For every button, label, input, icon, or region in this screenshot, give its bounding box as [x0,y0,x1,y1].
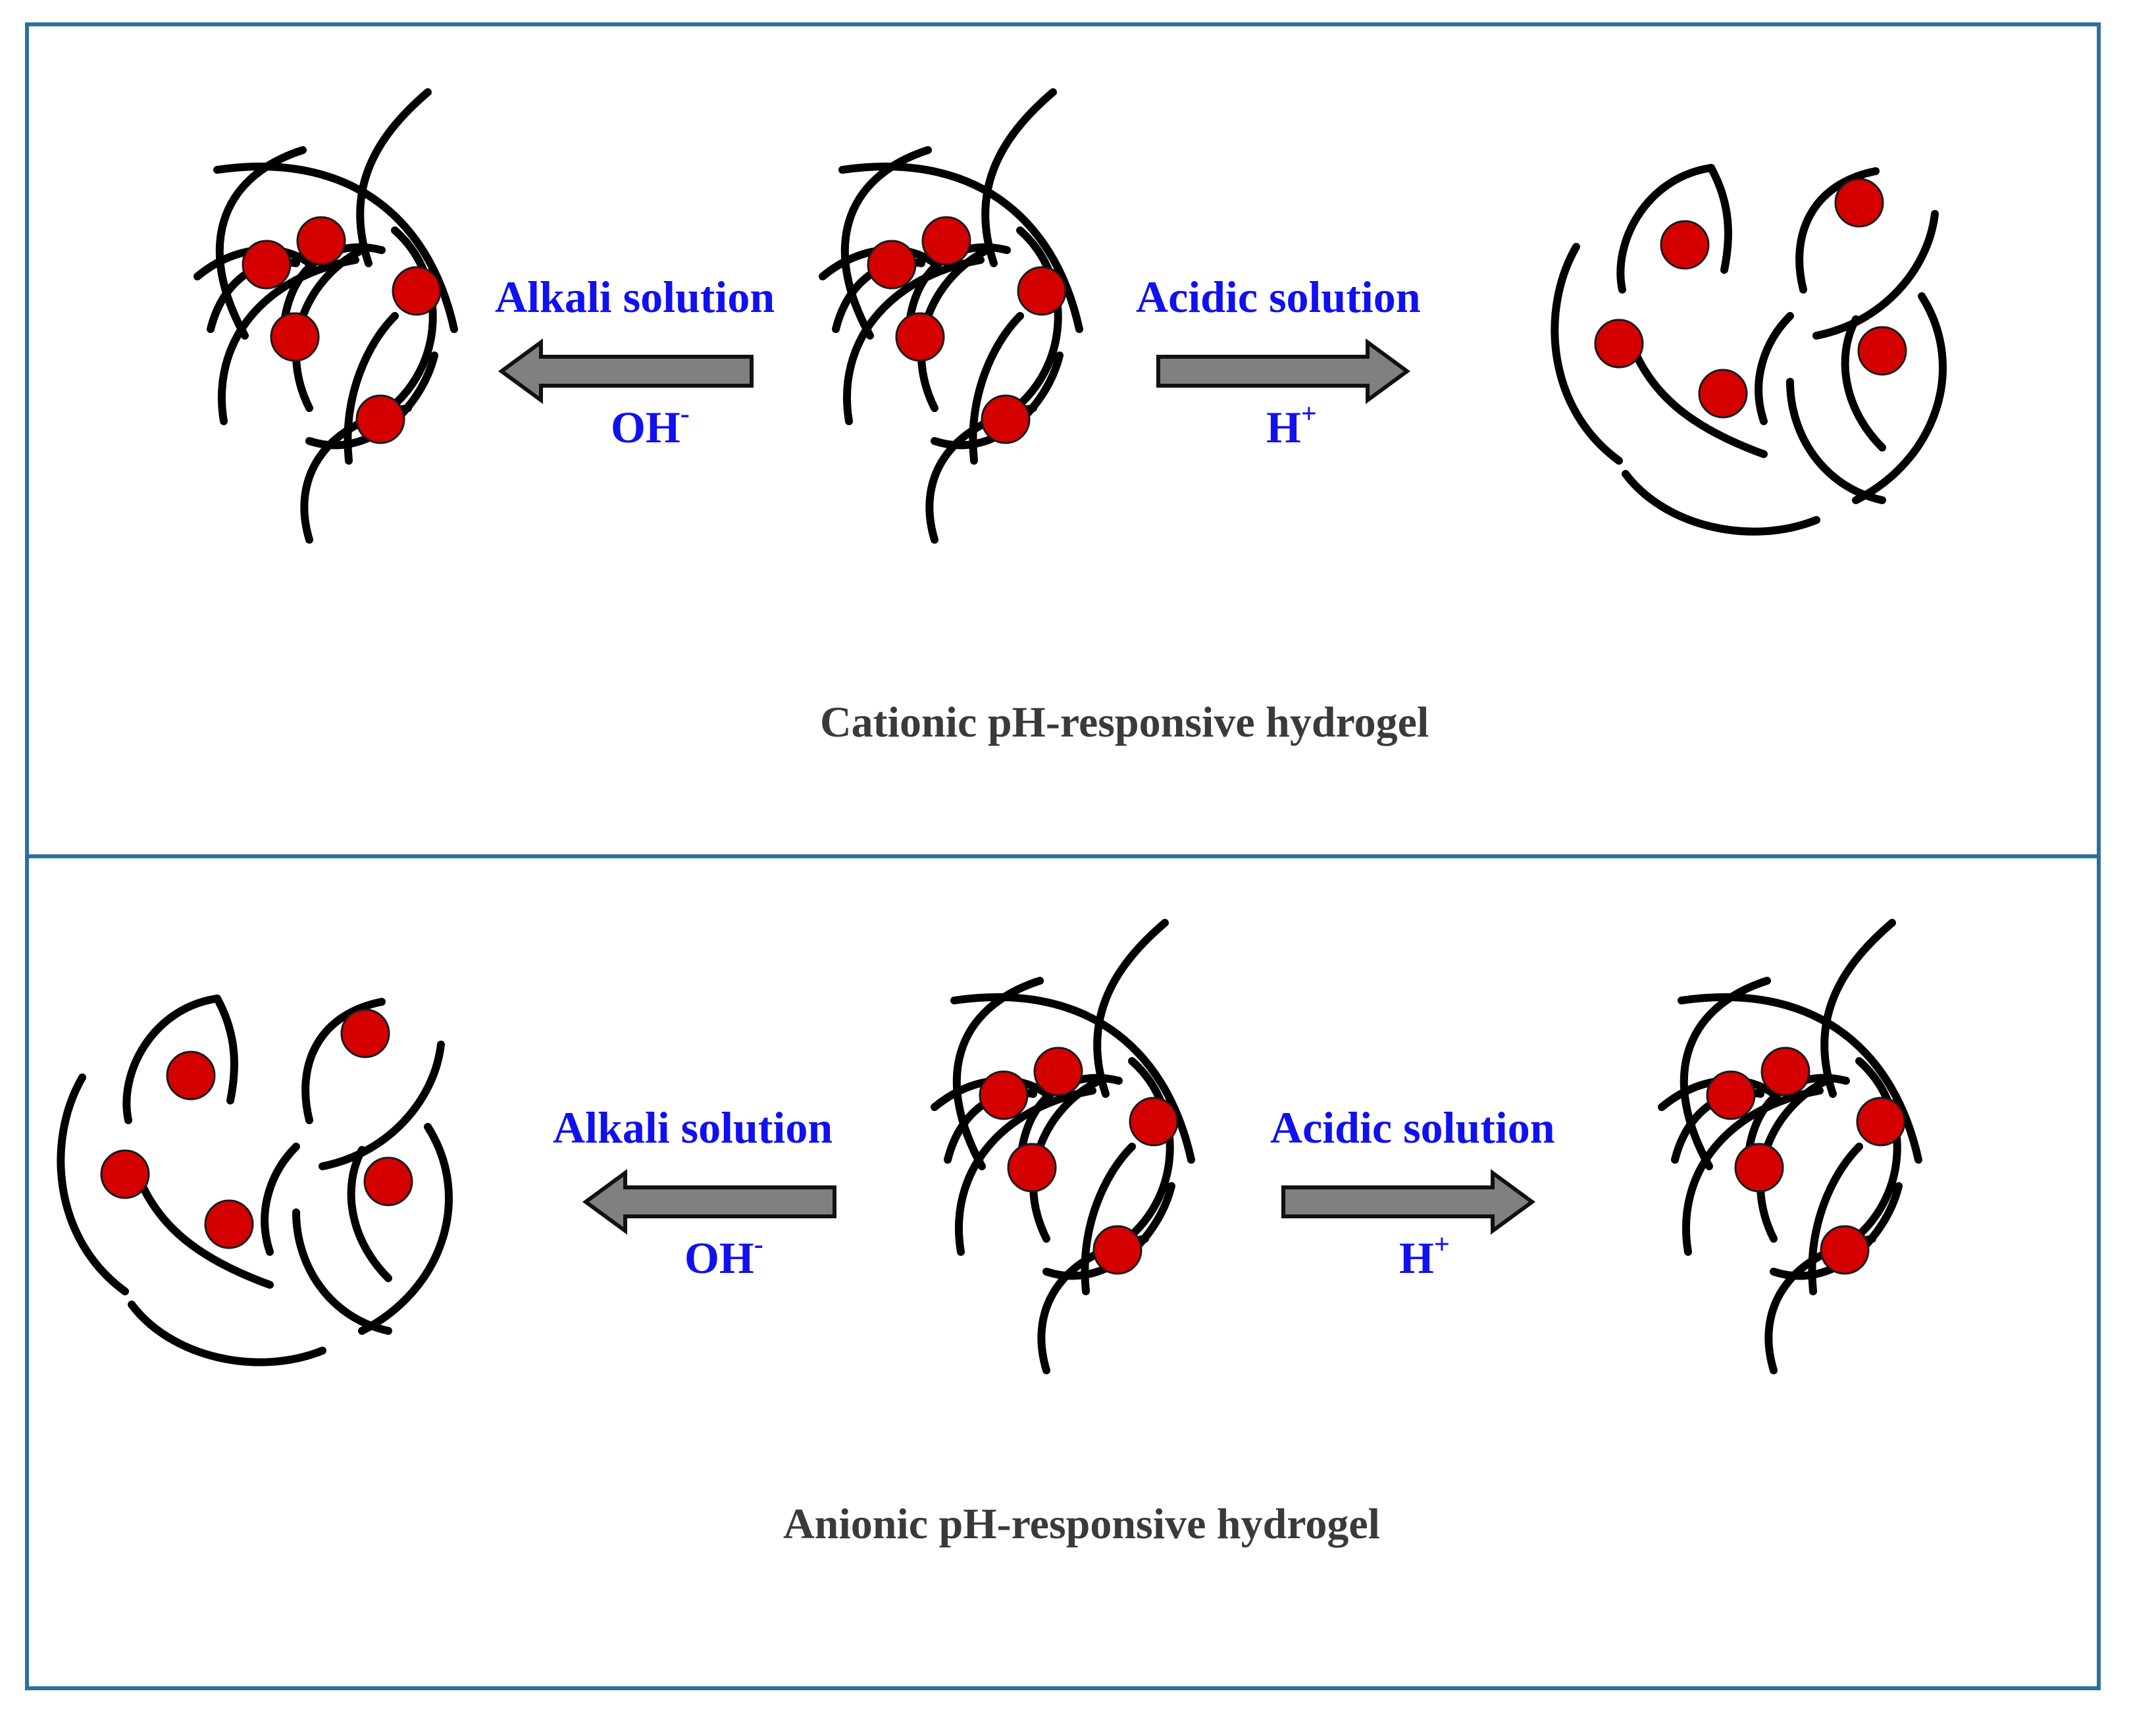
top-right-fiber [1707,164,1732,274]
top-right-network [1551,164,1947,536]
bottom-left-fiber [358,1123,453,1335]
bottom-left-fiber [319,1041,445,1170]
bottom-left-particle [363,1156,413,1206]
top-right-arrow [1156,338,1411,404]
bottom-left-fiber [347,1146,392,1282]
top-right-particle [1834,178,1884,228]
bottom-right-particle [1706,1070,1756,1120]
bottom-center-particle [1007,1143,1057,1193]
bottom-right-fiber [1681,1087,1824,1256]
top-acidic-label: Acidic solution [1136,272,1421,322]
bottom-center-fiber [1115,1057,1174,1249]
top-right-fiber [1628,342,1768,458]
top-left-arrow [498,338,754,404]
top-left-fiber [378,226,437,419]
bottom-left-fiber [301,998,386,1124]
bottom-center-fiber [954,1087,1096,1256]
bottom-left-fiber [213,995,238,1104]
top-left-fiber [217,256,359,425]
bottom-right-fiber [1680,977,1771,1170]
bottom-center-fiber [1081,1143,1136,1295]
top-center-network [819,88,1083,544]
top-right-fiber [1622,470,1820,536]
bottom-left-network [57,995,453,1366]
top-center-fiber [981,88,1057,267]
top-right-fiber [1852,292,1947,504]
top-left-particle [242,240,292,290]
bottom-center-network [931,919,1195,1374]
top-center-particle [895,312,945,362]
top-left-particle [296,216,346,266]
top-center-fiber [842,256,985,425]
bottom-right-fiber [1820,919,1896,1098]
bottom-right-particle [1820,1225,1870,1275]
bottom-right-fiber [1808,1143,1863,1295]
top-left-particle [270,312,320,362]
bottom-left-fiber [128,1301,326,1366]
top-center-fiber [969,312,1024,465]
bottom-alkali-ion: OH- [684,1229,763,1283]
bottom-right-arrow [1281,1169,1536,1235]
bottom-left-fiber [261,1143,300,1256]
top-right-particle [1698,369,1748,419]
top-right-fiber [1755,312,1794,425]
top-right-fiber [1812,210,1939,340]
top-center-fiber [840,146,932,340]
top-right-particle [1594,319,1644,369]
top-left-particle [392,266,442,316]
bottom-acidic-ion: H+ [1399,1229,1450,1283]
top-right-fiber [1795,167,1880,294]
bottom-center-particle [1033,1047,1083,1097]
bottom-center-particle [1129,1097,1179,1147]
bottom-center-fiber [1093,919,1169,1098]
bottom-left-particle [204,1199,254,1249]
bottom-acidic-label: Acidic solution [1270,1102,1555,1153]
top-center-particle [1017,266,1067,316]
bottom-caption: Anionic pH-responsive hydrogel [783,1500,1381,1548]
bottom-right-fiber [1842,1057,1901,1249]
top-right-fiber [1786,378,1886,504]
bottom-right-network [1658,919,1922,1374]
bottom-center-particle [1092,1225,1142,1275]
bottom-center-particle [979,1070,1029,1120]
bottom-left-particle [340,1008,390,1058]
bottom-left-fiber [57,1074,129,1295]
top-left-fiber [356,88,432,267]
top-right-fiber [1551,243,1623,465]
top-acidic-ion: H+ [1266,398,1317,452]
bottom-right-particle [1760,1047,1810,1097]
top-left-network [193,88,458,544]
bottom-alkali-label: Alkali solution [553,1102,833,1153]
bottom-right-particle [1734,1143,1784,1193]
top-center-particle [981,394,1031,444]
top-right-particle [1857,326,1907,376]
top-alkali-ion: OH- [611,398,690,452]
top-left-particle [355,394,405,444]
bottom-center-fiber [952,977,1044,1170]
bottom-left-fiber [134,1172,274,1289]
top-right-fiber [1841,315,1886,452]
top-caption: Cationic pH-responsive hydrogel [820,698,1429,746]
bottom-left-particle [100,1149,150,1199]
bottom-left-particle [166,1050,216,1101]
top-center-particle [867,240,917,290]
bottom-left-arrow [582,1169,836,1235]
top-right-particle [1660,220,1710,270]
top-center-particle [921,216,971,266]
bottom-right-particle [1856,1097,1906,1147]
top-center-fiber [1003,226,1062,419]
top-left-fiber [215,146,307,340]
bottom-left-fiber [122,995,221,1124]
top-left-fiber [344,312,399,465]
top-right-fiber [1616,164,1715,294]
top-alkali-label: Alkali solution [495,272,775,322]
bottom-left-fiber [292,1208,392,1335]
